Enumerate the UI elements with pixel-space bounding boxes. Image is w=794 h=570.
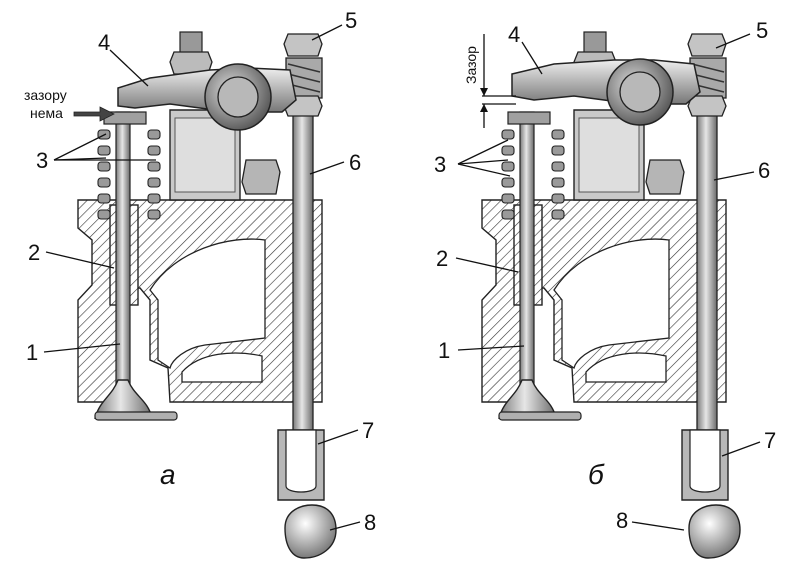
callout-5-b: 5 <box>756 18 768 43</box>
callout-3-b: 3 <box>434 152 446 177</box>
callout-1-b: 1 <box>438 338 450 363</box>
callout-7-a: 7 <box>362 418 374 443</box>
callout-8-b: 8 <box>616 508 628 533</box>
gap-label: Зазор <box>463 46 479 84</box>
diagram-b: Зазор 4 5 3 6 2 1 7 8 б <box>434 18 776 559</box>
callout-7-b: 7 <box>764 428 776 453</box>
caption-b: б <box>588 459 605 490</box>
no-gap-note-line1: зазору <box>24 87 67 103</box>
caption-a: а <box>160 459 176 490</box>
callout-2-b: 2 <box>436 246 448 271</box>
callout-2-a: 2 <box>28 240 40 265</box>
mechanism-a <box>77 31 337 559</box>
mechanism-b <box>481 31 741 559</box>
diagram-a: зазору нема 4 5 3 6 2 1 7 8 а <box>24 8 376 559</box>
callout-3-a: 3 <box>36 148 48 173</box>
callout-4-b: 4 <box>508 22 520 47</box>
callout-6-b: 6 <box>758 158 770 183</box>
callout-1-a: 1 <box>26 340 38 365</box>
no-gap-note-line2: нема <box>30 105 63 121</box>
callout-4-a: 4 <box>98 30 110 55</box>
callout-8-a: 8 <box>364 510 376 535</box>
callout-5-a: 5 <box>345 8 357 33</box>
callout-6-a: 6 <box>349 150 361 175</box>
